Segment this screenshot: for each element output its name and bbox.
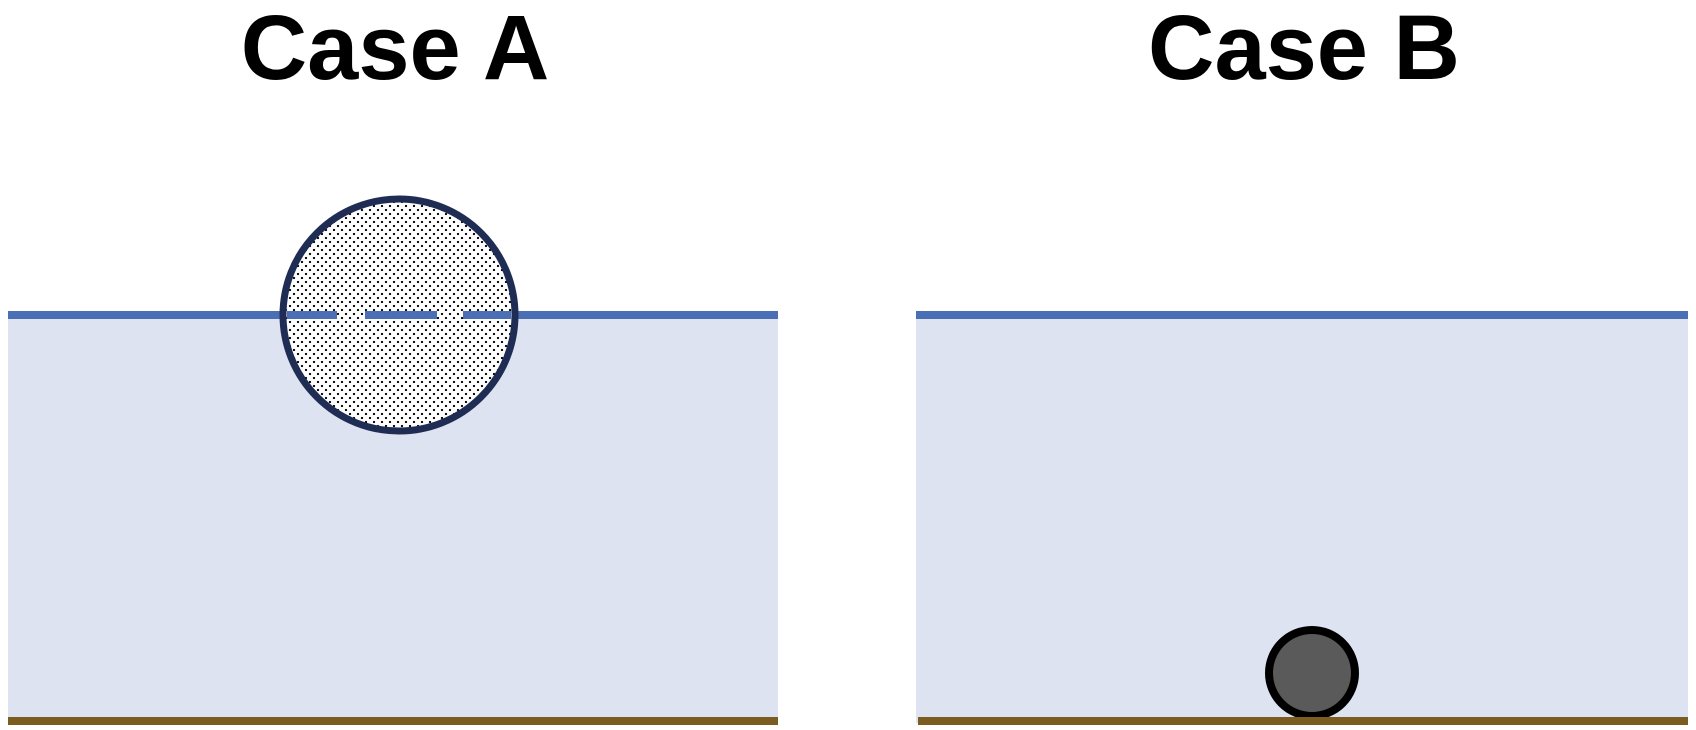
case-b-title: Case B	[1148, 0, 1460, 99]
panel-case-b: Case B	[916, 0, 1688, 725]
case-a-title: Case A	[241, 0, 550, 99]
panel-case-a: Case A	[8, 0, 778, 725]
case-b-sunken-ball	[1265, 626, 1359, 720]
